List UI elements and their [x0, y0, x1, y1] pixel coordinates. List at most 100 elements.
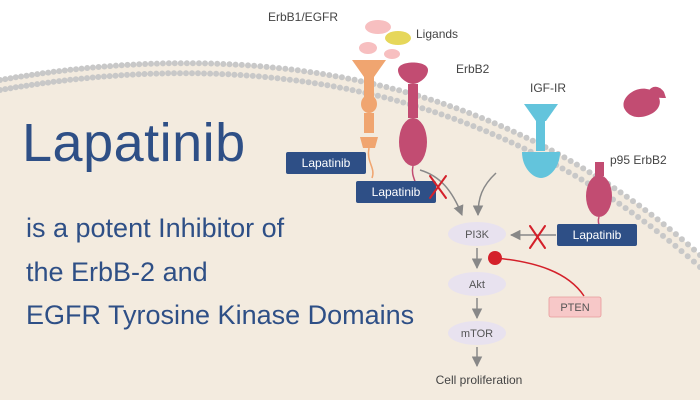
lipid-head [165, 60, 172, 67]
pten-inhibition-head [488, 251, 502, 265]
lipid-head [653, 228, 660, 235]
lipid-head [636, 202, 643, 209]
lipid-head [226, 61, 233, 68]
erbb1-receptor [352, 60, 386, 179]
mtor-label: mTOR [461, 328, 493, 340]
lipid-head [269, 64, 276, 71]
lipid-head [470, 123, 477, 130]
lipid-head [495, 133, 502, 140]
lipid-head [453, 105, 460, 112]
lipid-head [274, 75, 281, 82]
lipid-head [7, 85, 14, 92]
lipid-head [171, 60, 178, 67]
ligands-label: Ligands [416, 27, 458, 41]
lipid-head [697, 264, 700, 270]
lipid-head [586, 169, 593, 176]
lipid-head [159, 70, 166, 77]
lipid-head [171, 70, 177, 77]
lipid-head [112, 72, 119, 79]
lipid-head [660, 232, 666, 239]
lipid-head [332, 73, 339, 80]
lipid-head [421, 94, 428, 101]
inhibition-cross-erbb2 [429, 175, 447, 199]
arrow-erbb2-to-pi3k [419, 169, 464, 216]
lipid-head [483, 128, 490, 135]
lipid-head [428, 96, 434, 103]
lipid-head [135, 71, 142, 78]
lipid-head [666, 226, 673, 233]
lipid-head [23, 82, 30, 89]
lipid-head [89, 64, 96, 71]
headline: Lapatinib [22, 113, 246, 173]
pten-label: PTEN [560, 302, 589, 314]
lipid-head [142, 61, 149, 67]
lipid-head [78, 65, 85, 72]
lipid-head [245, 62, 251, 69]
lipid-head [141, 71, 148, 77]
lipid-head [12, 84, 19, 91]
lapatinib-label: Lapatinib [573, 228, 622, 242]
lipid-head [288, 66, 295, 73]
lipid-head [622, 205, 629, 212]
lipid-head [434, 98, 441, 105]
lipid-head [147, 70, 154, 77]
lipid-head [444, 113, 451, 120]
lipid-head [129, 71, 136, 78]
lipid-head [515, 142, 521, 149]
pi3k-node: PI3K [448, 222, 506, 246]
lipid-head [690, 258, 697, 265]
lipid-head [153, 70, 160, 77]
lipid-head [207, 70, 214, 77]
lipid-head [635, 214, 642, 220]
lipid-head [67, 66, 74, 73]
lipid-head [337, 84, 343, 91]
lipid-head [118, 62, 125, 69]
lipid-head [136, 61, 143, 68]
lipid-head [466, 110, 473, 116]
lipid-head [374, 92, 381, 99]
lipid-head [647, 223, 654, 230]
ligand-pink-erbb1 [359, 42, 377, 54]
lipid-head [301, 68, 308, 75]
lipid-head [419, 105, 426, 112]
lipid-head [616, 200, 623, 207]
lipid-head [307, 69, 314, 76]
lipid-head [573, 161, 580, 168]
lipid-head [529, 137, 536, 144]
lipid-head [396, 87, 403, 94]
ligand-yellow [385, 31, 411, 45]
lipid-head [213, 70, 220, 77]
lipid-head [106, 73, 113, 80]
lipid-head [219, 71, 226, 78]
lipid-head [313, 70, 320, 76]
p95-erbb2-label: p95 ErbB2 [610, 153, 667, 167]
lipid-head [678, 248, 685, 255]
lipid-head [476, 125, 483, 132]
lipid-head [177, 60, 184, 67]
lipid-head [642, 207, 649, 214]
lipid-head [89, 74, 96, 81]
cell-membrane [0, 60, 700, 270]
lipid-head [201, 70, 207, 77]
lipid-head [425, 107, 432, 114]
lipid-head [510, 128, 517, 135]
lipid-head [165, 70, 172, 77]
lipid-head [578, 176, 585, 183]
lipid-head [183, 60, 190, 67]
lipid-head [39, 70, 46, 77]
lipid-head [305, 79, 312, 86]
lipid-head [7, 75, 14, 82]
lipid-head [202, 60, 208, 67]
lipid-head [351, 76, 358, 83]
lipid-head [684, 253, 691, 260]
lipid-head [257, 63, 264, 70]
lipid-head [84, 75, 90, 82]
lipid-head [432, 109, 439, 116]
lipid-head [293, 77, 300, 84]
lapatinib-label: Lapatinib [302, 156, 351, 170]
lipid-head [377, 82, 383, 89]
lipid-head [237, 72, 244, 78]
lipid-head [561, 154, 568, 161]
lipid-head [249, 72, 256, 79]
